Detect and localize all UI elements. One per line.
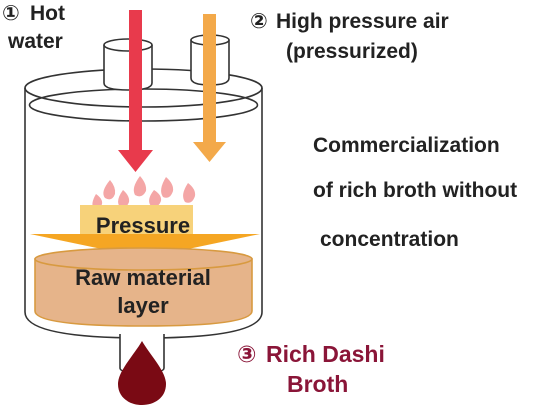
- air-number: ②: [250, 10, 268, 33]
- air-arrow-shaft: [203, 14, 216, 142]
- raw-material-layer: [34, 247, 253, 327]
- hot-water-arrow-head: [118, 150, 153, 172]
- description-line3: concentration: [320, 228, 459, 251]
- water-droplet: [149, 190, 162, 207]
- raw-material-label-line1: Raw material: [75, 265, 211, 290]
- water-droplet: [133, 176, 147, 197]
- pressure-band: [80, 205, 193, 237]
- hot-water-label-line1: Hot: [30, 2, 65, 25]
- pressure-label: Pressure: [96, 213, 190, 238]
- air-label-line1: High pressure air: [276, 10, 449, 33]
- hot-water-number: ①: [2, 2, 20, 25]
- water-droplets: [92, 176, 196, 210]
- air-arrow: [193, 14, 226, 162]
- air-label-line2: (pressurized): [286, 40, 418, 63]
- pressure-arrow-head: [30, 234, 260, 258]
- hot-water-arrow-shaft: [129, 10, 142, 150]
- result-label-line1: Rich Dashi: [266, 341, 385, 367]
- result-number: ③: [237, 341, 256, 367]
- pressure-arrow: [30, 205, 260, 258]
- broth-drop-icon: [118, 341, 166, 405]
- hot-water-arrow: [118, 10, 153, 172]
- water-droplet: [118, 190, 130, 208]
- raw-material-body: [34, 258, 253, 327]
- description-line2: of rich broth without: [313, 179, 517, 202]
- raw-material-top: [34, 247, 253, 271]
- water-droplet: [161, 177, 174, 198]
- vessel-inner-rim: [28, 88, 259, 122]
- result-label-line2: Broth: [287, 371, 348, 397]
- hot-water-label-line2: water: [7, 30, 63, 53]
- water-droplet: [183, 183, 196, 203]
- air-arrow-head: [193, 142, 226, 162]
- description-line1: Commercialization: [313, 134, 500, 157]
- raw-material-label-line2: layer: [117, 293, 169, 318]
- hot-water-inlet-cap: [103, 38, 153, 52]
- water-droplet: [103, 180, 116, 200]
